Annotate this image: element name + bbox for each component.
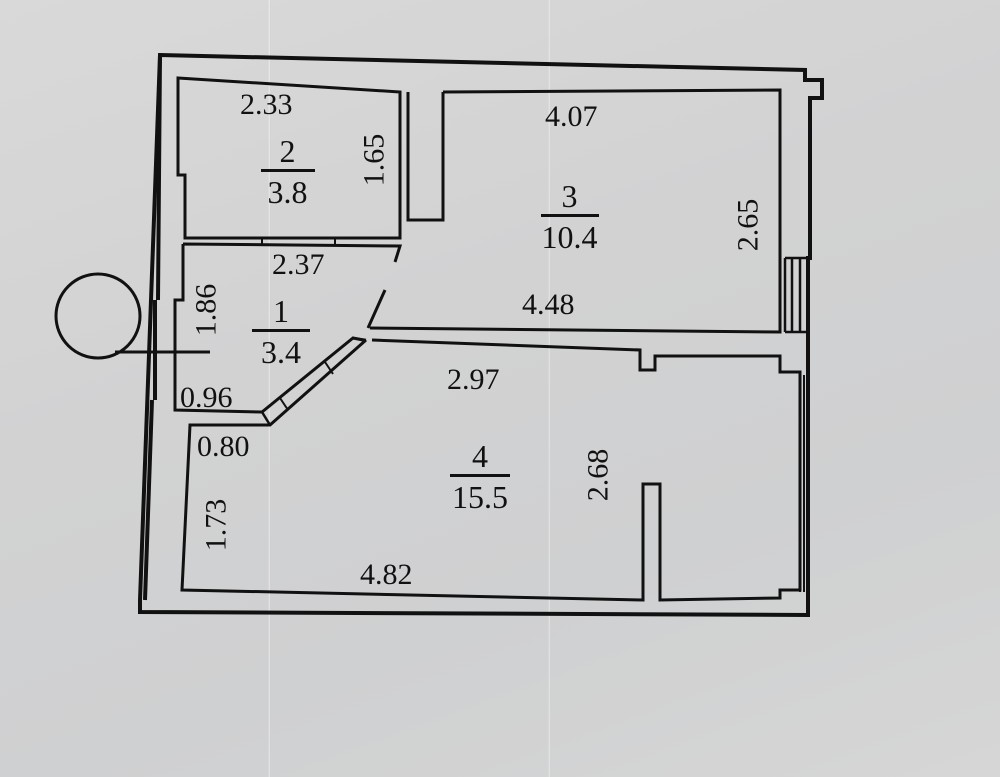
room-4-bottom-dimension: 4.82 — [360, 558, 413, 591]
door-mark — [261, 238, 336, 246]
room-3-number: 3 — [561, 178, 578, 214]
room-2-area: 3.8 — [267, 174, 308, 210]
room-1-number: 1 — [273, 293, 289, 329]
room-4-number: 4 — [472, 438, 488, 474]
room-2-walls — [176, 76, 402, 240]
fraction-bar — [540, 214, 599, 217]
room-2-height-dimension: 1.65 — [357, 133, 391, 187]
room-3-height-dimension: 2.65 — [731, 198, 765, 252]
room-4-top-dimension: 2.97 — [447, 363, 500, 396]
window-room-4 — [799, 375, 809, 615]
room-4-small-dimension: 0.80 — [197, 430, 250, 463]
room-4-walls — [180, 338, 802, 602]
room-2-number: 2 — [279, 133, 296, 169]
room-2-width-dimension: 2.33 — [240, 88, 293, 121]
paper-crease — [268, 0, 271, 777]
room-2-label: 2 3.8 — [255, 135, 320, 208]
room-3-width-dimension: 4.07 — [545, 100, 598, 133]
room-4-label: 4 15.5 — [440, 440, 520, 513]
room-1-label: 1 3.4 — [250, 295, 312, 368]
room-1-height-dimension: 1.86 — [189, 283, 223, 337]
room-1-area: 3.4 — [261, 334, 301, 370]
room-4-left-dimension: 1.73 — [199, 498, 233, 552]
room-4-area: 15.5 — [452, 479, 508, 515]
room-1-width-dimension: 2.37 — [272, 248, 325, 281]
entrance-marker-icon — [54, 272, 210, 360]
room-1-bottom-dimension: 0.96 — [180, 381, 233, 414]
paper-crease — [548, 0, 551, 777]
outer-wall-left — [143, 54, 162, 601]
closet-wall — [406, 92, 445, 222]
room-4-height-dimension: 2.68 — [581, 448, 615, 502]
window-room-3 — [783, 256, 808, 334]
room-3-area: 10.4 — [541, 219, 598, 255]
outer-wall — [138, 52, 824, 618]
room-3-label: 3 10.4 — [532, 180, 607, 253]
diagonal-wall — [260, 336, 367, 426]
door-mark — [279, 361, 334, 411]
room-3-walls — [369, 88, 782, 334]
fraction-bar — [260, 169, 315, 172]
fraction-bar — [450, 474, 510, 477]
fraction-bar — [252, 329, 310, 332]
room-3-bottom-dimension: 4.48 — [522, 288, 575, 321]
